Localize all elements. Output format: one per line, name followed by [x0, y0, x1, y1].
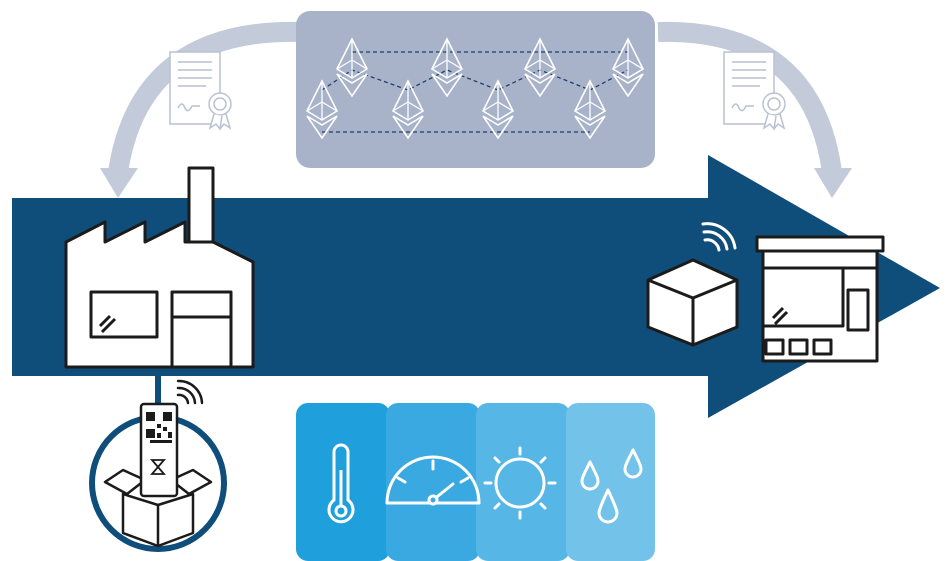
sensor-device	[89, 379, 227, 552]
water-drops-icon	[580, 448, 643, 524]
hourglass-icon	[150, 459, 166, 475]
temperature-tile	[296, 403, 390, 561]
package-icon	[646, 258, 739, 347]
certificate-icon	[169, 51, 232, 130]
qr-code-icon	[146, 412, 172, 443]
open-box-icon	[103, 468, 213, 548]
right-curved-arrow	[657, 21, 852, 198]
sensor-tiles	[296, 403, 655, 561]
thermometer-icon	[327, 443, 355, 524]
wireless-signal-icon	[176, 379, 204, 405]
connector-line	[155, 360, 161, 410]
sun-icon	[483, 446, 557, 520]
factory-icon	[64, 166, 255, 369]
gauge-icon	[385, 455, 481, 506]
wireless-signal-icon	[701, 222, 737, 252]
pressure-tile	[386, 403, 480, 561]
blockchain-panel	[296, 11, 655, 168]
store-icon	[755, 235, 885, 363]
humidity-tile	[566, 403, 655, 561]
light-tile	[476, 403, 570, 561]
